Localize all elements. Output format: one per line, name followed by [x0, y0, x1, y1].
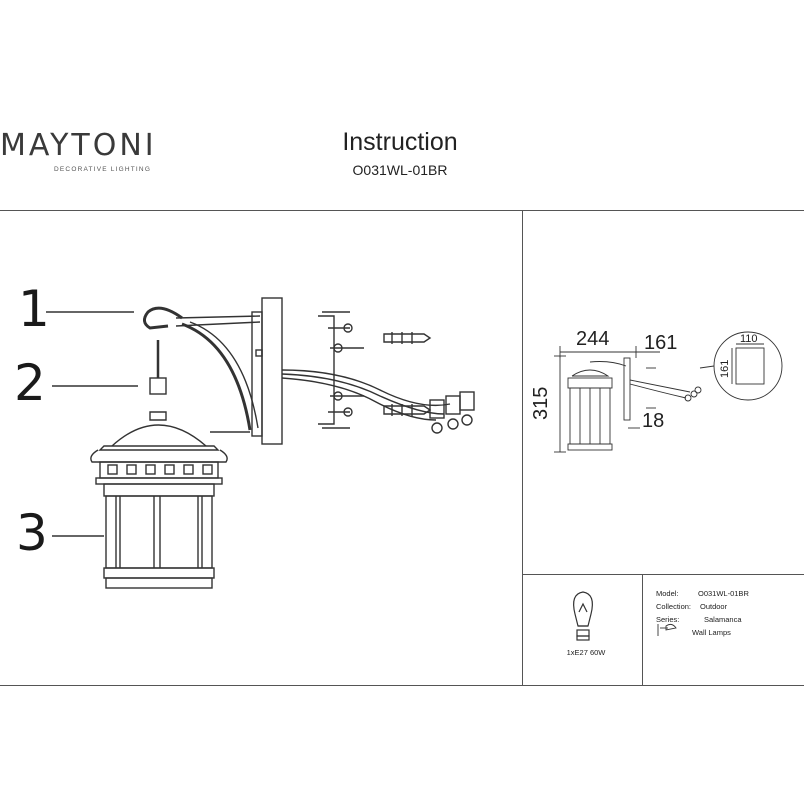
frame-divider-info [522, 574, 804, 575]
spec-series-label: Series: [656, 615, 680, 624]
frame-divider-main [522, 210, 523, 686]
spec-series-value: Salamanca [704, 615, 742, 624]
brand-logo: MAYTONI [0, 128, 157, 163]
drawing-frame [0, 210, 804, 686]
dimension-plate-width: 110 [740, 333, 758, 345]
part-number-3: 3 [16, 504, 48, 562]
bulb-label: 1xE27 60W [566, 648, 606, 657]
spec-collection-label: Collection: [656, 602, 692, 611]
dimension-height: 315 [530, 386, 552, 420]
page-title: Instruction [342, 128, 458, 156]
dimension-width: 244 [576, 328, 610, 350]
dimension-base-offset: 18 [642, 410, 665, 432]
brand-tagline: DECORATIVE LIGHTING [54, 166, 152, 173]
spec-type-value: Wall Lamps [692, 628, 731, 637]
spec-model-value: O031WL-01BR [698, 589, 749, 598]
spec-collection-value: Outdoor [700, 602, 728, 611]
part-number-2: 2 [14, 354, 46, 412]
frame-divider-bulb [642, 574, 643, 686]
model-code: O031WL-01BR [352, 162, 448, 178]
hook-icon [143, 306, 183, 330]
dimension-plate-height: 161 [719, 359, 731, 378]
dimension-depth: 161 [644, 332, 678, 354]
wall-lamp-icon [657, 623, 677, 636]
spec-model-label: Model: [656, 589, 679, 598]
wall-plug-icon [383, 405, 432, 415]
part-number-1: 1 [18, 280, 50, 338]
socket-icon [149, 377, 167, 395]
bulb-icon [573, 591, 593, 641]
wall-plug-icon [383, 333, 432, 343]
